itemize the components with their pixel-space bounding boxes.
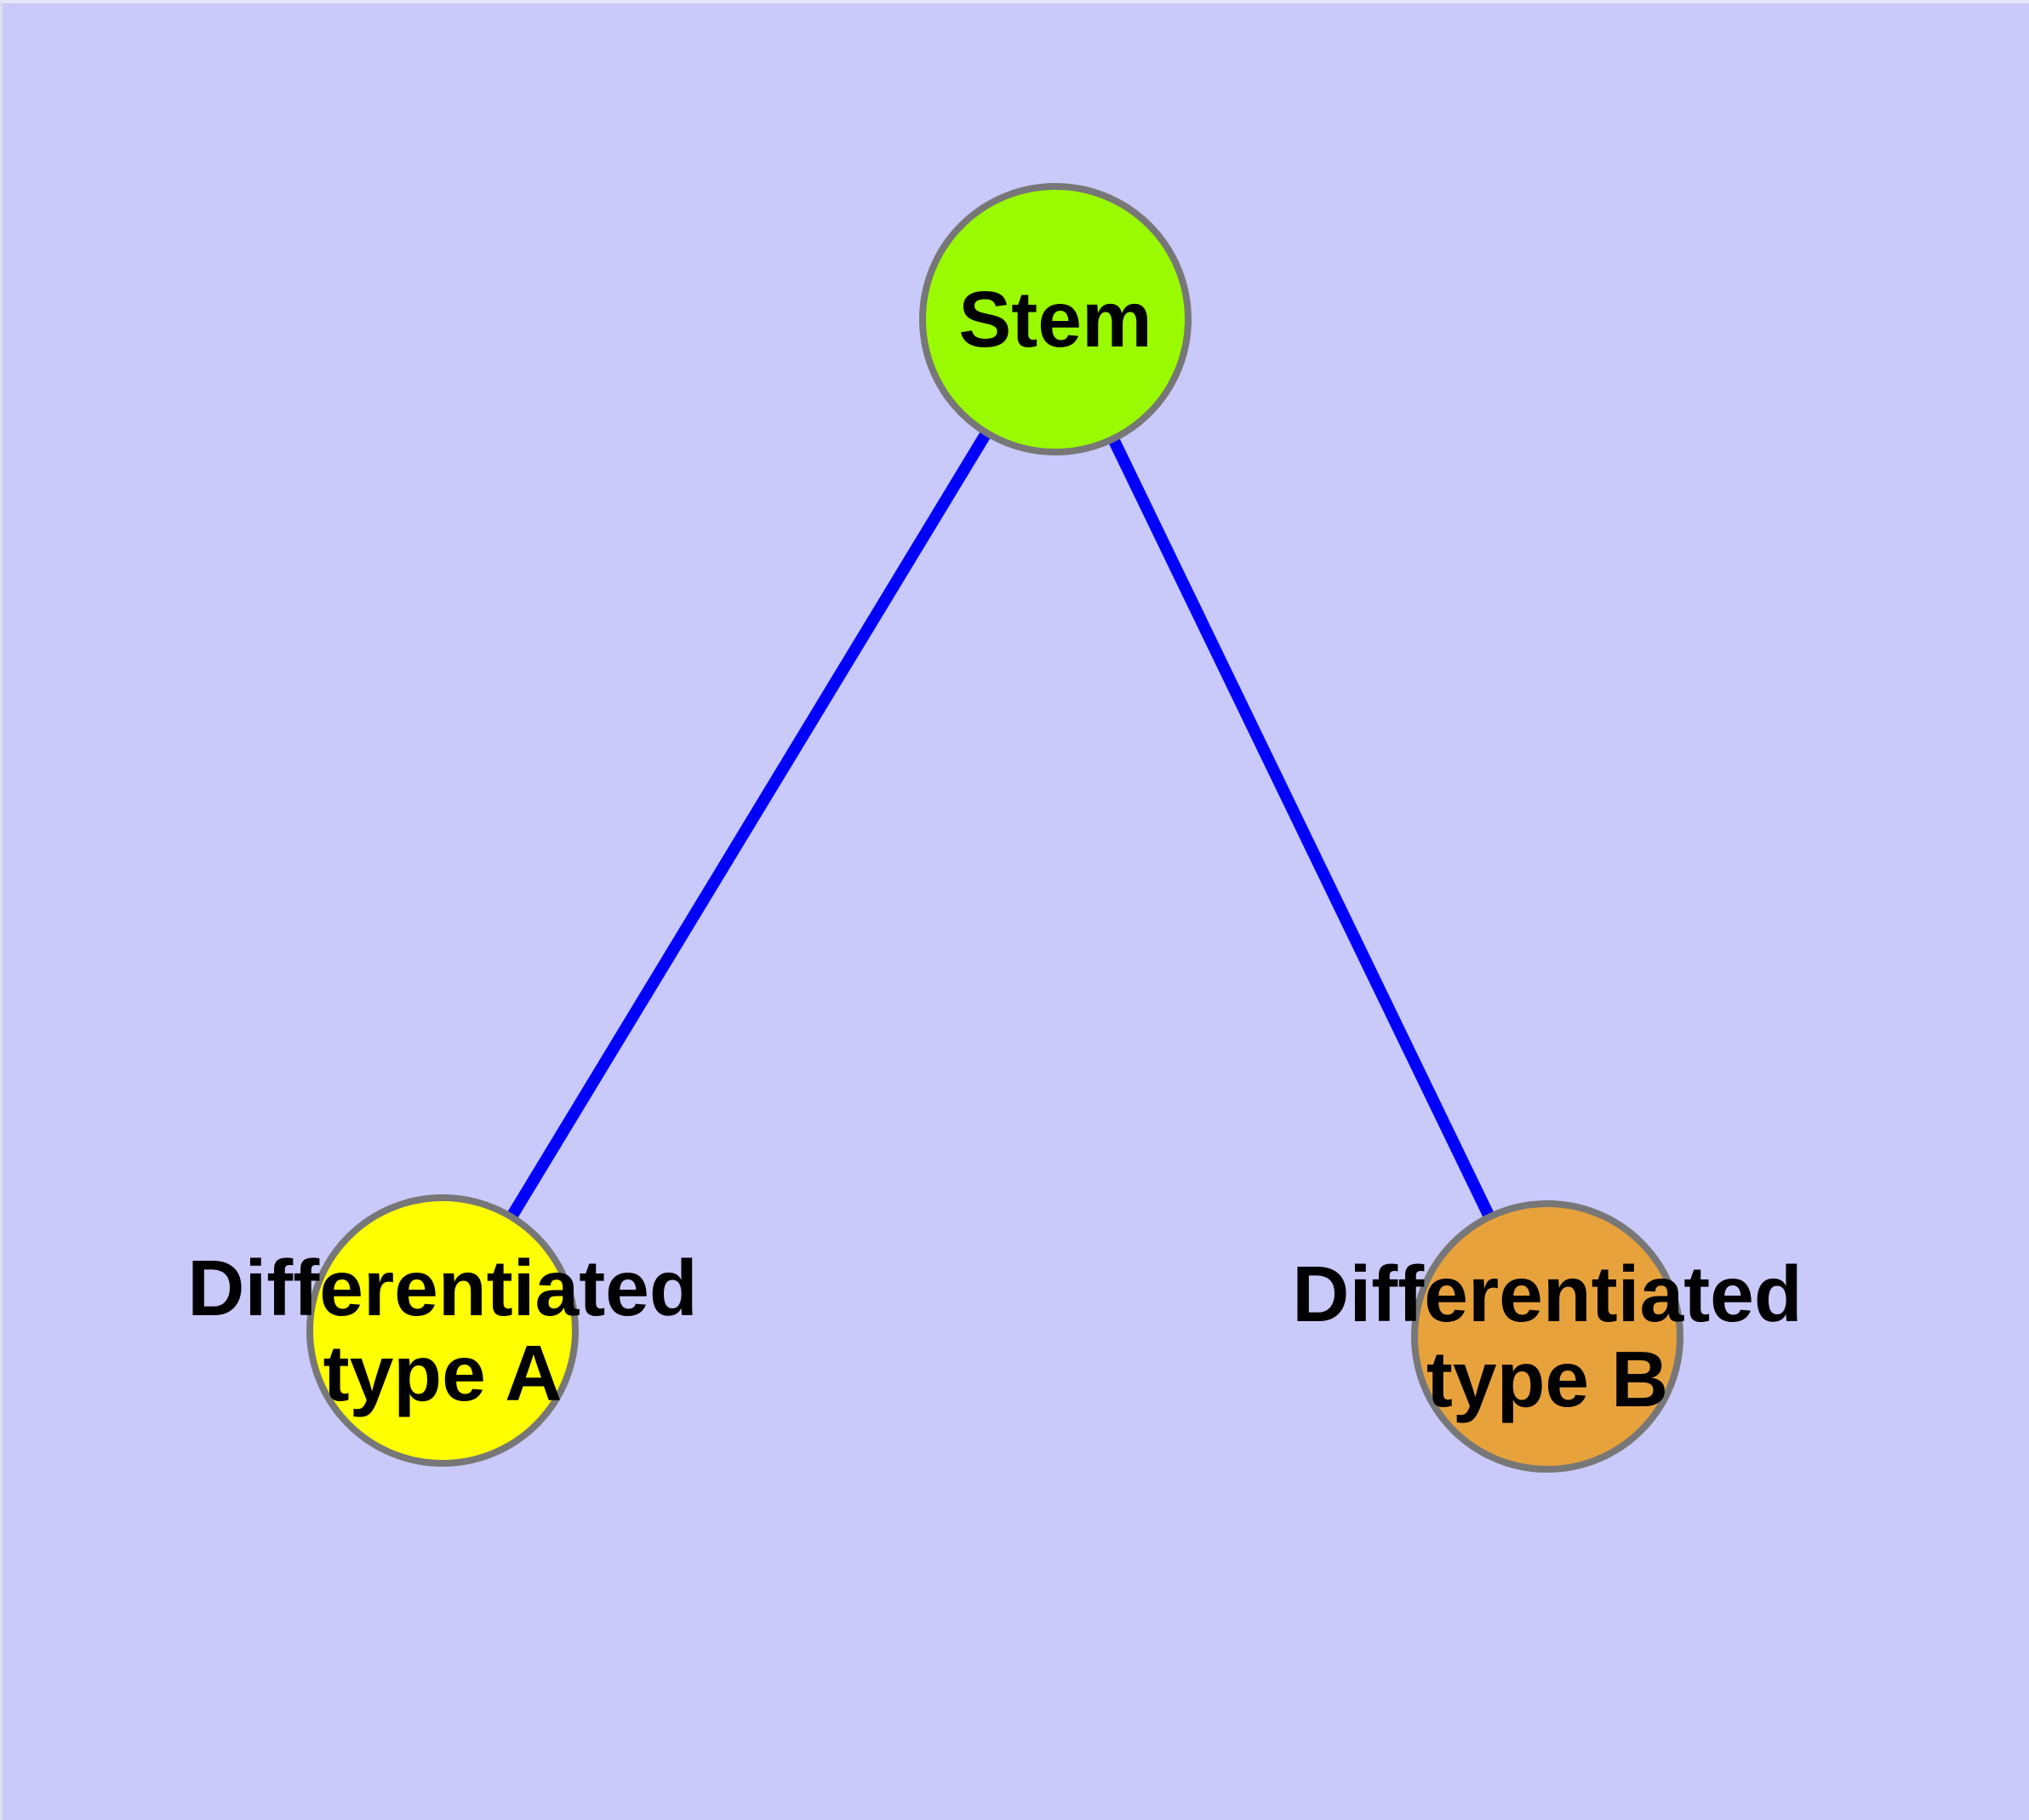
node-stem-label: Stem — [958, 275, 1152, 363]
node-differentiated-type-a[interactable]: Differentiated type A — [187, 1194, 698, 1467]
node-differentiated-type-a-label: Differentiated type A — [187, 1244, 698, 1417]
edge-stem-to-type-b[interactable] — [1049, 316, 1553, 1340]
edge-stem-to-type-a[interactable] — [437, 316, 1060, 1334]
node-differentiated-type-b[interactable]: Differentiated type B — [1292, 1200, 1803, 1473]
node-stem[interactable]: Stem — [919, 183, 1192, 455]
node-differentiated-type-b-label: Differentiated type B — [1292, 1250, 1803, 1423]
